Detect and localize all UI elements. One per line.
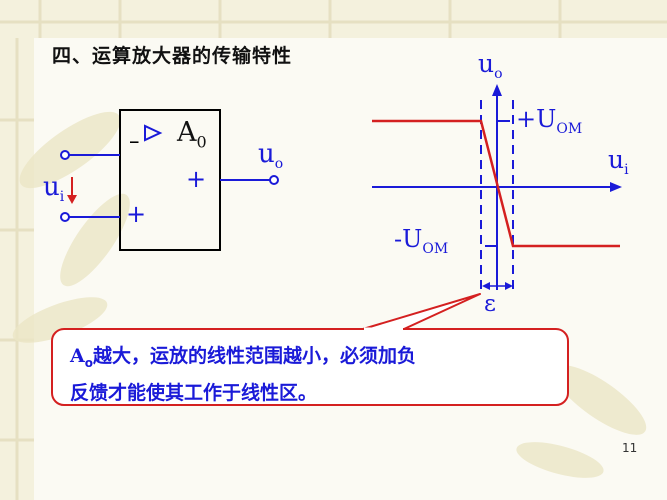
noninverting-plus-sign: + (126, 200, 147, 228)
input-voltage-arrow (67, 177, 77, 204)
output-voltage-label: uo (258, 139, 284, 173)
input-voltage-label: ui (43, 172, 65, 206)
page-number: 11 (622, 441, 638, 455)
inverting-input-terminal (60, 150, 70, 160)
positive-saturation-label: +UOM (516, 105, 583, 137)
transfer-curve (372, 119, 620, 248)
epsilon-dimension-arrow (482, 282, 513, 290)
x-axis-label: ui (608, 145, 629, 178)
x-axis-arrow (610, 182, 622, 192)
y-axis-arrow (492, 84, 502, 96)
opamp-triangle-symbol (144, 124, 163, 142)
noninverting-input-terminal (60, 212, 70, 222)
inverting-sign: _ (130, 124, 139, 144)
slide-title: 四、运算放大器的传输特性 (52, 45, 293, 67)
output-terminal (269, 175, 279, 185)
bamboo-top-border (0, 0, 667, 38)
callout-line-1: Ao越大，运放的线性范围越小，必须加负 (70, 345, 417, 370)
negative-saturation-label: -UOM (394, 225, 449, 257)
bamboo-left-border (0, 38, 34, 500)
gain-label: A0 (177, 117, 207, 152)
y-axis-label: uo (478, 49, 503, 82)
epsilon-label: ε (484, 291, 496, 317)
callout-line-2: 反馈才能使其工作于线性区。 (70, 381, 318, 404)
callout-text: Ao越大，运放的线性范围越小，必须加负 反馈才能使其工作于线性区。 (70, 341, 416, 408)
output-plus-sign: + (186, 165, 207, 193)
